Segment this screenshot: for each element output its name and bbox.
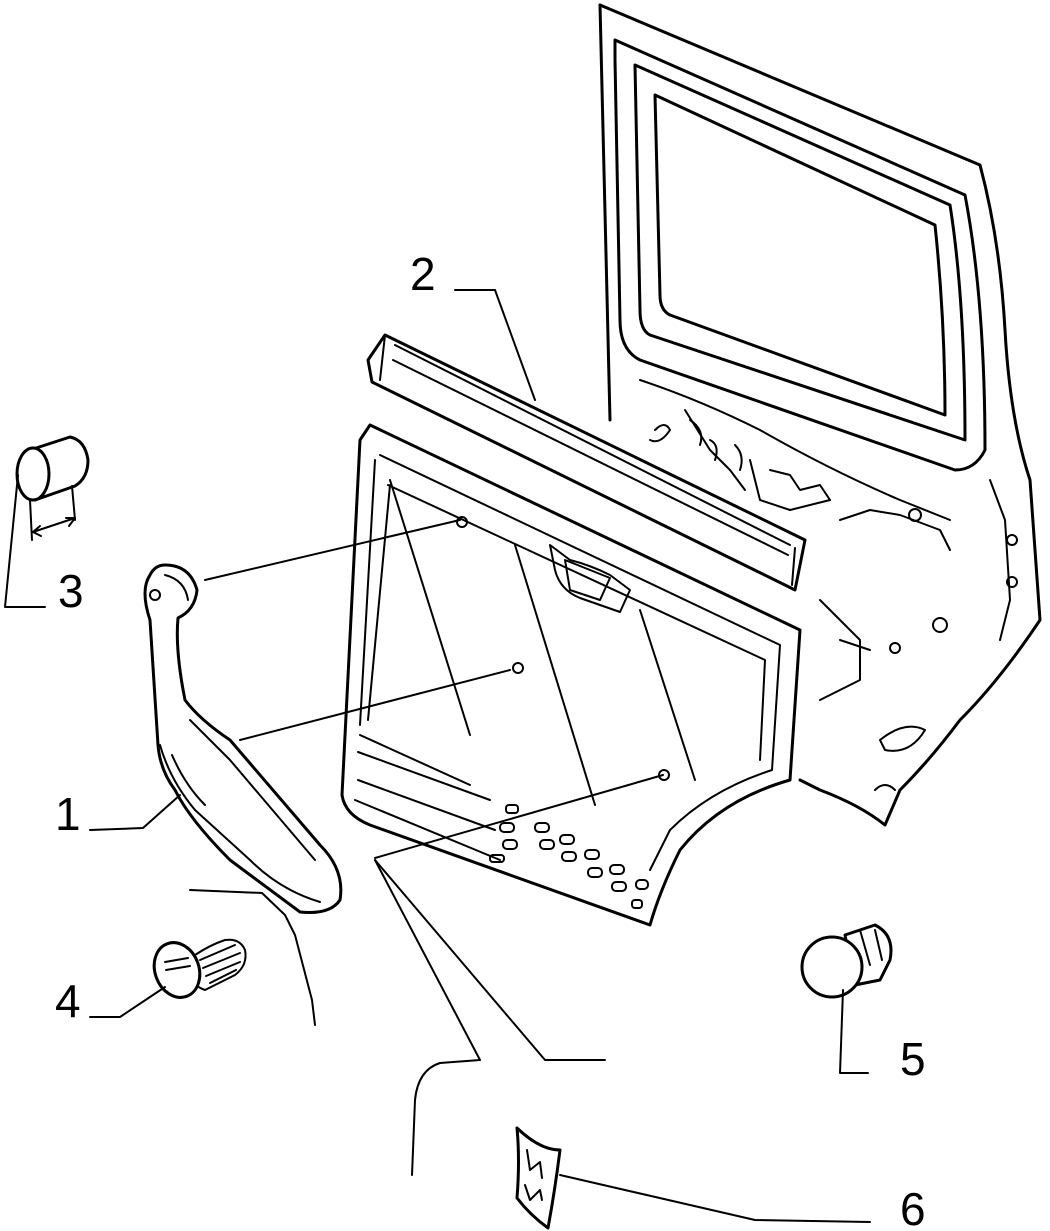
door-shell xyxy=(598,3,1042,827)
label-part-6 xyxy=(515,1126,562,1230)
callout-5: 5 xyxy=(900,1033,926,1085)
callout-3: 3 xyxy=(58,565,84,617)
pull-handle xyxy=(143,563,343,914)
callout-4: 4 xyxy=(55,975,81,1027)
plug-part-3 xyxy=(15,435,90,541)
callout-6: 6 xyxy=(900,1183,926,1231)
callout-2: 2 xyxy=(410,248,436,300)
screw-part-4 xyxy=(152,938,247,999)
push-clip-part-5 xyxy=(800,923,893,999)
callout-labels: 1 2 3 4 5 6 xyxy=(55,248,926,1231)
callout-1: 1 xyxy=(55,788,81,840)
window-seal-strip xyxy=(366,333,807,592)
leader-lines xyxy=(4,289,871,1223)
door-trim-panel xyxy=(340,423,802,927)
